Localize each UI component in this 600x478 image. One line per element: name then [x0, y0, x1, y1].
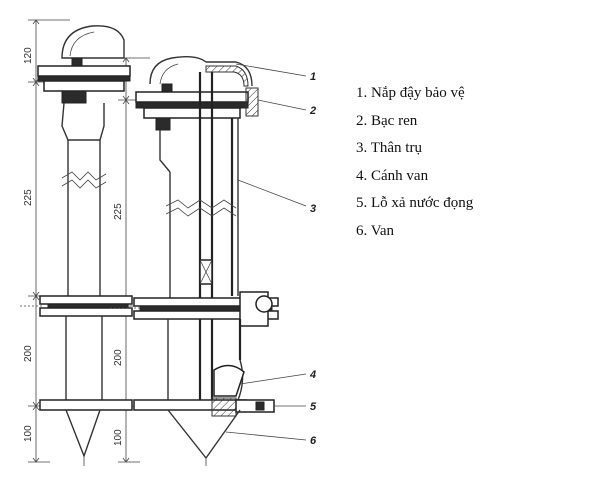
- hydrant-section-view: [110, 55, 279, 466]
- legend-item-valve-disc: 4. Cánh van: [356, 167, 429, 184]
- legend-item-hydrant-body: 3. Thân trụ: [356, 140, 422, 156]
- callout-4: 4: [239, 369, 316, 385]
- callout-2: 2: [257, 99, 316, 117]
- legend-item-protective-cap: 1. Nắp đậy bảo vệ: [356, 85, 465, 101]
- callout-3-number: 3: [310, 203, 316, 215]
- dim-left-200: 200: [23, 345, 34, 362]
- dim-right-100: 100: [113, 429, 124, 446]
- legend-item-threaded-bushing: 2. Bạc ren: [356, 112, 418, 129]
- callout-5-number: 5: [310, 401, 317, 413]
- callout-1-number: 1: [310, 71, 316, 83]
- callout-4-number: 4: [309, 369, 316, 381]
- dim-left-120: 120: [23, 47, 34, 64]
- dimension-chain-left: 120 225 200 100: [23, 19, 70, 463]
- legend-item-drain-hole: 5. Lỗ xả nước đọng: [356, 195, 474, 211]
- dim-left-225: 225: [23, 189, 34, 206]
- legend-item-valve: 6. Van: [356, 222, 395, 239]
- callout-5: 5: [274, 401, 317, 413]
- callout-6-number: 6: [310, 435, 317, 447]
- hydrant-exterior-view: [20, 25, 133, 466]
- callout-2-number: 2: [309, 105, 316, 117]
- dim-left-100: 100: [23, 425, 34, 442]
- callout-3: 3: [237, 179, 316, 215]
- legend-list: 1. Nắp đậy bảo vệ 2. Bạc ren 3. Thân trụ…: [356, 80, 473, 245]
- dim-right-225: 225: [113, 203, 124, 220]
- callout-1: 1: [235, 63, 316, 83]
- dim-right-200: 200: [113, 349, 124, 366]
- callout-6: 6: [225, 431, 317, 447]
